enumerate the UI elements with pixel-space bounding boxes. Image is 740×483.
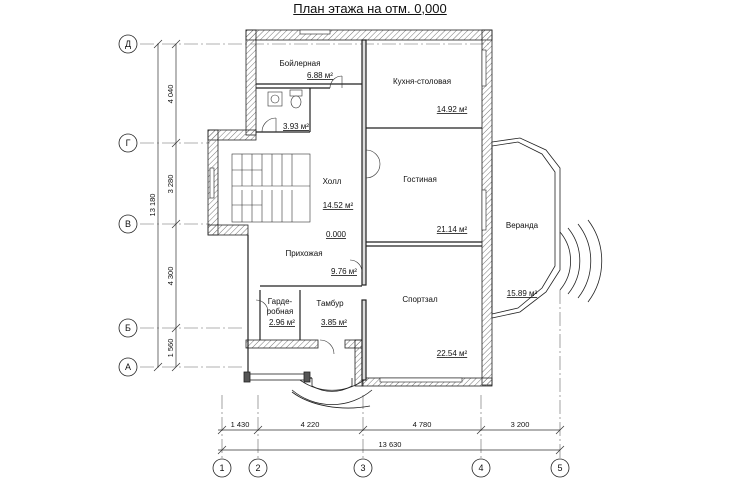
svg-text:Г: Г <box>126 138 131 148</box>
svg-text:А: А <box>125 362 131 372</box>
door-swings <box>255 75 381 355</box>
staircase <box>231 153 311 223</box>
veranda <box>491 137 561 319</box>
svg-text:2: 2 <box>255 463 260 473</box>
axis-bubble-4: 4 <box>471 458 491 478</box>
room-name-gym: Спортзал <box>402 295 438 304</box>
axis-grid <box>140 43 561 462</box>
bathroom-fixtures <box>267 89 303 109</box>
svg-text:Д: Д <box>125 39 131 49</box>
room-name-kitchen: Кухня-столовая <box>393 77 451 86</box>
axis-bubble-g: Г <box>118 133 138 153</box>
vertical-dimensions <box>153 39 181 372</box>
room-name-boiler: Бойлерная <box>280 59 321 68</box>
dim-horizontal-1: 1 430 <box>231 420 250 429</box>
room-labels: Бойлерная 6.88 м² 3.93 м² Кухня-столовая… <box>267 59 539 358</box>
axis-bubble-a: А <box>118 357 138 377</box>
room-area-kitchen: 14.92 м² <box>437 105 468 114</box>
room-name-vestibule: Тамбур <box>316 299 344 308</box>
windows <box>209 29 487 383</box>
svg-text:4: 4 <box>478 463 483 473</box>
room-area-hall: 14.52 м² <box>323 201 354 210</box>
dim-vertical-4: 1 560 <box>166 339 175 358</box>
room-area-boiler: 6.88 м² <box>307 71 333 80</box>
axis-bubble-2: 2 <box>248 458 268 478</box>
room-area-bathroom: 3.93 м² <box>283 122 309 131</box>
room-area-wardrobe: 2.96 м² <box>269 318 295 327</box>
dim-horizontal-3: 4 780 <box>413 420 432 429</box>
row-axis-bubbles: Д Г В Б А <box>118 34 138 377</box>
veranda-steps <box>559 219 603 303</box>
level-mark: 0.000 <box>326 230 347 239</box>
dim-vertical-1: 4 040 <box>166 85 175 104</box>
room-area-living: 21.14 м² <box>437 225 468 234</box>
svg-text:3: 3 <box>360 463 365 473</box>
axis-bubble-5: 5 <box>550 458 570 478</box>
svg-text:1: 1 <box>219 463 224 473</box>
dim-vertical-3: 4 300 <box>166 267 175 286</box>
column-axis-bubbles: 1 2 3 4 5 <box>212 458 570 478</box>
room-area-vestibule: 3.85 м² <box>321 318 347 327</box>
room-name-hall: Холл <box>323 177 342 186</box>
room-name-wardrobe-2: робная <box>267 307 294 316</box>
room-area-gym: 22.54 м² <box>437 349 468 358</box>
plan-title: План этажа на отм. 0,000 <box>293 1 447 16</box>
axis-bubble-v: В <box>118 214 138 234</box>
svg-text:В: В <box>125 219 131 229</box>
axis-bubble-d: Д <box>118 34 138 54</box>
dim-total-vertical: 13 180 <box>148 194 157 217</box>
axis-bubble-1: 1 <box>212 458 232 478</box>
dim-horizontal-2: 4 220 <box>301 420 320 429</box>
axis-bubble-b: Б <box>118 318 138 338</box>
interior-walls <box>247 39 482 381</box>
horizontal-dimensions <box>217 425 565 455</box>
svg-text:Б: Б <box>125 323 131 333</box>
room-name-wardrobe-1: Гарде- <box>268 297 293 306</box>
entrance-steps <box>243 371 373 409</box>
room-name-entrance: Прихожая <box>285 249 322 258</box>
dim-total-horizontal: 13 630 <box>379 440 402 449</box>
axis-bubble-3: 3 <box>353 458 373 478</box>
room-name-living: Гостиная <box>403 175 437 184</box>
svg-text:5: 5 <box>557 463 562 473</box>
room-area-entrance: 9.76 м² <box>331 267 357 276</box>
dim-vertical-2: 3 280 <box>166 175 175 194</box>
dim-horizontal-4: 3 200 <box>511 420 530 429</box>
room-area-veranda: 15.89 м² <box>507 289 538 298</box>
room-name-veranda: Веранда <box>506 221 539 230</box>
